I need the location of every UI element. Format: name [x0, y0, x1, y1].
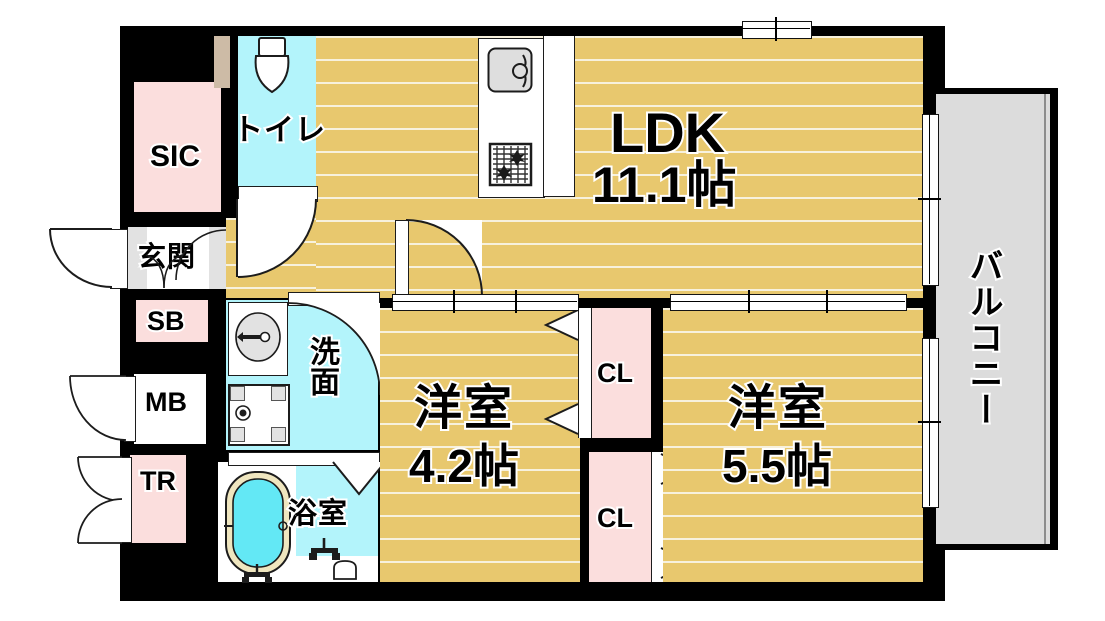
- bathroom-door-folding: [332, 461, 389, 496]
- mb-label: MB: [143, 387, 189, 418]
- tr-door-swing-lower: [77, 498, 123, 544]
- sink-icon: [487, 47, 533, 93]
- balcony-rail-line: [1044, 94, 1046, 544]
- storage-mb: [134, 374, 206, 444]
- room-bedroom-2: [663, 308, 923, 582]
- sb-label: SB: [145, 306, 186, 337]
- bedroom-1-size-label: 4.2帖: [407, 440, 521, 492]
- entrance-label: 玄関: [136, 241, 197, 273]
- room-ldk: [313, 36, 923, 298]
- sliding-door-bedroom-1[interactable]: [392, 294, 579, 311]
- toilet-door-hinge: [236, 199, 238, 277]
- genkan-inner-door-swing: [175, 229, 227, 281]
- pan-corner-br: [271, 427, 286, 442]
- cl-upper-door-track[interactable]: [578, 308, 592, 438]
- storage-sb: [136, 300, 208, 342]
- ldk-size-label: 11.1帖: [590, 157, 739, 213]
- window-rail: [742, 28, 810, 30]
- tr-label: TR: [138, 466, 178, 497]
- bedroom-1-label: 洋室: [412, 382, 515, 435]
- toilet-label: トイレ: [231, 114, 327, 148]
- cl-lower-label: CL: [595, 503, 635, 534]
- pan-corner-bl: [230, 427, 245, 442]
- washroom-label: 洗面: [303, 334, 340, 398]
- ldk-door-swing: [405, 219, 483, 297]
- ldk-label: LDK: [608, 101, 727, 164]
- kitchen-counter-back: [543, 36, 575, 197]
- room-bedroom-1: [380, 308, 580, 582]
- window-ldk-top[interactable]: [742, 21, 812, 39]
- pan-drain-icon: [235, 405, 251, 421]
- pan-corner-tl: [230, 386, 245, 401]
- vanity-basin-icon: [234, 312, 282, 362]
- sliding-door-bedroom-2[interactable]: [670, 294, 907, 311]
- slider-1-rail: [392, 301, 577, 303]
- storage-sic-notch: [134, 82, 196, 100]
- bedroom-2-label: 洋室: [726, 382, 829, 435]
- gas-stove-icon: [488, 142, 533, 187]
- storage-cl-lower: [589, 452, 651, 582]
- mb-door-swing: [69, 375, 127, 441]
- balcony-door-bedroom2-mullion: [918, 421, 941, 423]
- bath-stool-icon: [330, 559, 360, 581]
- storage-sic: [134, 82, 221, 212]
- slider-1-mullion-a: [453, 290, 455, 313]
- pan-corner-tr: [271, 386, 286, 401]
- storage-cl-upper: [589, 308, 651, 438]
- cl-upper-fold-bottom: [543, 403, 580, 436]
- cl-upper-label: CL: [595, 358, 635, 389]
- tr-door-swing-upper: [77, 456, 123, 502]
- balcony-label: バルコニー: [962, 246, 1004, 430]
- entrance-direction-mark: [144, 254, 184, 291]
- bathtub-faucet-icon: [240, 564, 274, 584]
- balcony-door-bedroom2[interactable]: [922, 338, 939, 508]
- slider-2-mullion-b: [826, 290, 828, 313]
- bathtub-icon: [224, 470, 292, 576]
- balcony-door-ldk-mullion: [918, 198, 941, 200]
- sic-label: SIC: [148, 140, 202, 174]
- balcony-door-ldk[interactable]: [922, 114, 939, 286]
- entrance-door-swing: [49, 228, 113, 288]
- bathroom-label: 浴室: [286, 498, 349, 531]
- toilet-bowl-icon: [251, 37, 293, 106]
- cl-upper-fold-top: [543, 309, 580, 342]
- slider-2-rail: [670, 301, 905, 303]
- toilet-door-swing: [237, 198, 317, 278]
- bedroom-2-size-label: 5.5帖: [720, 440, 834, 492]
- washroom-door-swing: [287, 302, 381, 396]
- entrance-door-leaf[interactable]: [110, 229, 128, 289]
- room-balcony: [936, 94, 1050, 544]
- shower-faucet-icon: [306, 538, 342, 564]
- toilet-door-jamb: [214, 36, 230, 88]
- slider-1-mullion-b: [515, 290, 517, 313]
- storage-tr: [130, 455, 186, 543]
- slider-2-mullion-a: [748, 290, 750, 313]
